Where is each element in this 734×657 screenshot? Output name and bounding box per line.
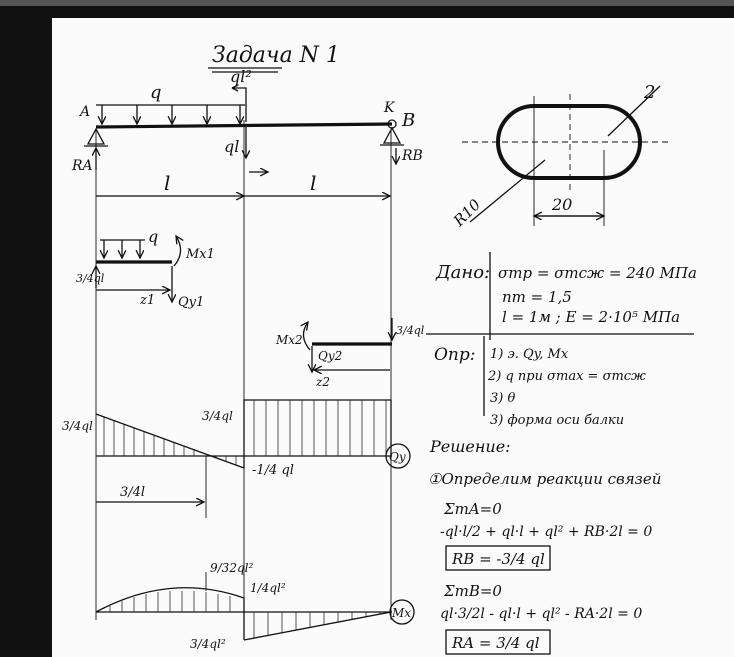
shear-diagram: 3/4l 3/4ql 3/4ql -1/4 ql Qy	[62, 399, 411, 518]
reaction-ra-label: RA	[71, 158, 93, 174]
find-item-1: 1) э. Qy, Mx	[490, 347, 569, 362]
equation-1: -ql·l/2 + ql·l + ql² + RB·2l = 0	[440, 524, 652, 540]
support-b-label: B	[401, 110, 415, 131]
radius-leader	[469, 159, 546, 223]
thickness-leader	[607, 85, 661, 137]
find-header: Опр:	[434, 345, 476, 365]
given-line-3: l = 1м ; E = 2·10⁵ МПа	[502, 308, 680, 326]
equation-2: ql·3/2l - ql·l + ql² - RA·2l = 0	[440, 606, 642, 622]
section-thickness-label: 2	[643, 82, 655, 103]
result-ra-box	[445, 629, 551, 655]
oval-section	[496, 104, 642, 180]
shear-diagram-badge	[385, 443, 411, 469]
find-block: Опр: 1) э. Qy, Mx 2) q при σmax = σтсж 3…	[434, 336, 646, 428]
moment-hatching	[109, 591, 381, 638]
cross-section: 20 R10 2	[449, 82, 668, 231]
solution-header: Решение:	[429, 437, 511, 456]
fbd2-moment-label: Mx2	[275, 333, 303, 347]
result-ra: RA = 3/4 ql	[451, 634, 540, 652]
force-ql-label: ql	[224, 137, 239, 156]
support-k-label: K	[383, 100, 396, 116]
moment-diagram-label: Mx	[391, 606, 411, 620]
beam-scheme: q ql² ql A RA K B RB l l	[71, 67, 423, 196]
shear-left-value: 3/4ql	[62, 419, 93, 433]
shear-diagram-label: Qy	[389, 450, 406, 464]
moment-mid-value: 1/4ql²	[250, 581, 286, 595]
given-line-2: nт = 1,5	[502, 288, 572, 306]
load-q-label: q	[150, 82, 162, 103]
moment-low-value: 3/4ql²	[190, 637, 226, 651]
fbd1-moment-label: Mx1	[185, 247, 215, 262]
fbd1-coord-label: z1	[139, 293, 155, 308]
find-item-4: 3) форма оси балки	[490, 413, 624, 428]
fbd1-load-label: q	[148, 227, 158, 246]
fbd1-force-label: 3/4ql	[76, 272, 105, 285]
span-2-label: l	[310, 171, 316, 195]
given-block: Дано: σтр = σтсж = 240 МПа nт = 1,5 l = …	[426, 252, 697, 340]
problem-title: Задача N 1	[212, 43, 340, 68]
fbd2-coord-label: z2	[315, 375, 330, 389]
find-item-3: 3) θ	[490, 391, 515, 406]
fbd2-shear-label: Qy2	[318, 349, 342, 363]
fbd1-shear-label: Qy1	[178, 295, 204, 310]
moment-diagram-badge	[389, 599, 415, 625]
support-a-label: A	[78, 104, 90, 120]
span-1-label: l	[164, 171, 170, 195]
result-rb-box	[445, 545, 551, 571]
right-support	[382, 126, 402, 144]
equation-2-head: ΣmB=0	[443, 582, 502, 600]
photo-top-edge	[0, 0, 734, 6]
find-item-2: 2) q при σmax = σтсж	[487, 369, 646, 384]
result-rb: RB = -3/4 ql	[451, 550, 545, 568]
moment-diagram: 9/32ql² 1/4ql² 3/4ql² Mx	[95, 561, 415, 651]
shear-line-1	[95, 413, 245, 469]
moment-parabola	[95, 587, 245, 613]
moment-top-label: ql²	[230, 67, 252, 86]
shear-zero-label: 3/4l	[120, 485, 145, 500]
free-body-1: q Mx1 3/4ql Qy1 z1	[76, 227, 215, 310]
section-width-label: 20	[551, 195, 572, 214]
moment-line-2	[243, 598, 392, 641]
solution-block: Решение: ①Определим реакции связей ΣmA=0…	[428, 437, 661, 655]
given-line-1: σтр = σтсж = 240 МПа	[498, 264, 697, 282]
reaction-rb-label: RB	[401, 148, 423, 164]
free-body-2: Mx2 Qy2 3/4ql z2	[275, 318, 425, 389]
shear-mid-value: 3/4ql	[202, 409, 233, 423]
given-header: Дано:	[435, 262, 490, 283]
section-radius-label: R10	[449, 195, 484, 230]
fbd2-force-label: 3/4ql	[396, 324, 425, 337]
shear-hatching	[103, 400, 387, 465]
equation-1-head: ΣmA=0	[443, 500, 502, 518]
shear-line-2	[243, 399, 392, 468]
moment-peak-value: 9/32ql²	[210, 561, 253, 575]
shear-low-value: -1/4 ql	[252, 463, 294, 478]
solution-step-1: ①Определим реакции связей	[428, 470, 661, 488]
